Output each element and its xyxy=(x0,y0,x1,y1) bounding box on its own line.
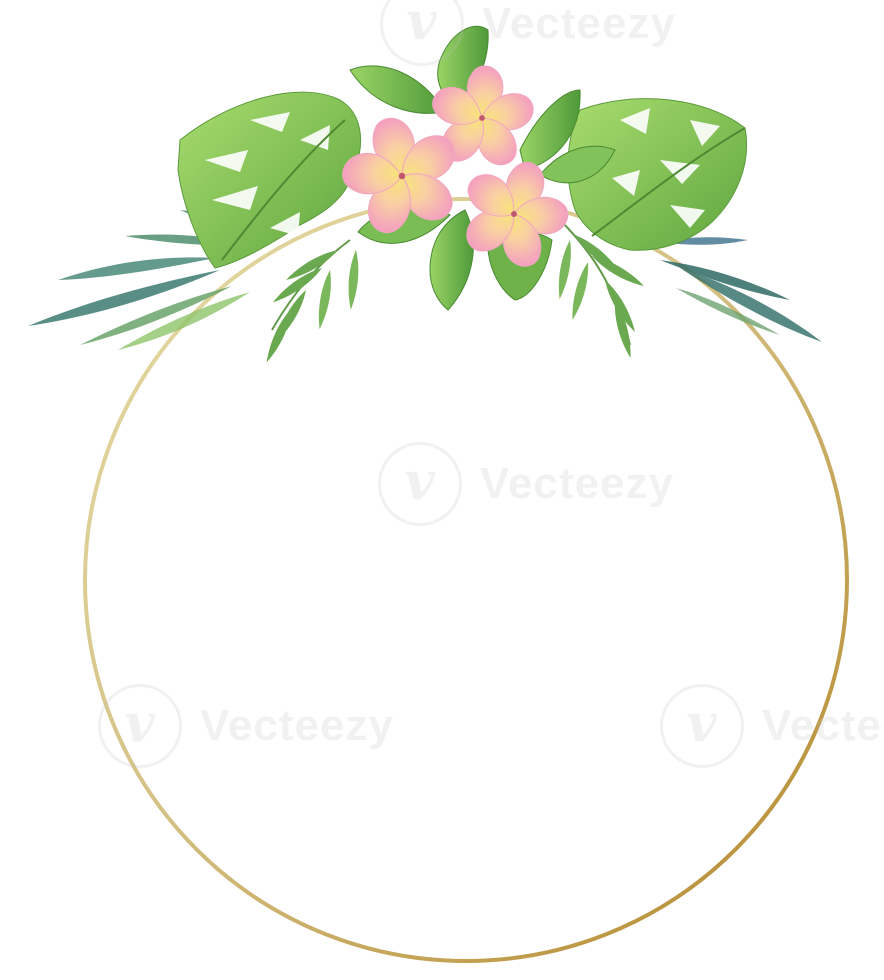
right-fern-sprig xyxy=(555,219,647,360)
left-monstera-leaf xyxy=(177,91,362,269)
left-fern-sprig xyxy=(262,239,361,365)
left-teal-leaves xyxy=(28,210,278,350)
gold-ring-frame xyxy=(83,197,849,963)
right-monstera-leaf xyxy=(567,98,748,251)
right-teal-leaves xyxy=(660,237,822,342)
